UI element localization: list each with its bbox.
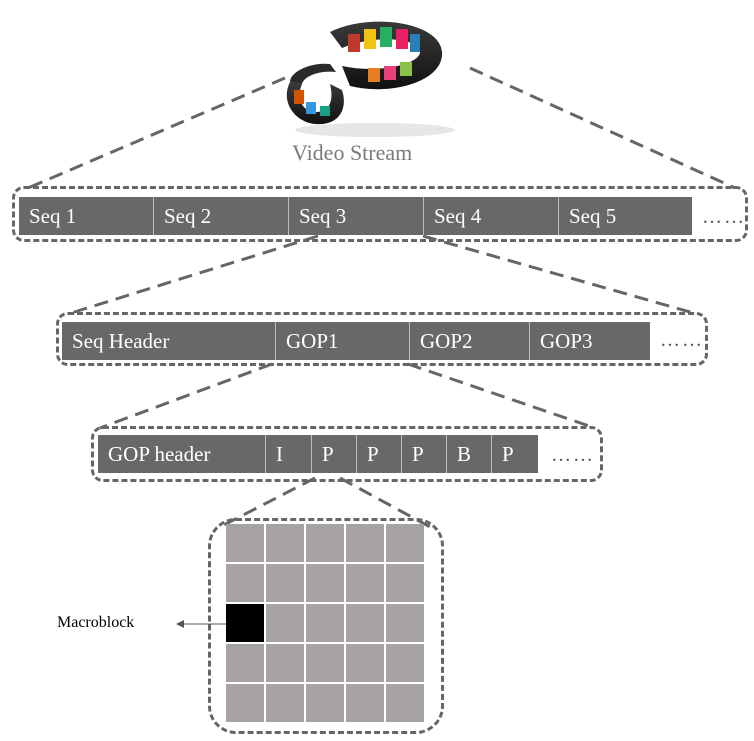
- gop-detail-frame: [91, 426, 603, 482]
- frame-cell: P: [357, 435, 402, 473]
- connector-stream-left: [27, 76, 286, 190]
- gop-header-cell: GOP header: [98, 435, 266, 473]
- sequence-detail-frame: [56, 312, 708, 366]
- macroblock-cell: [346, 684, 384, 722]
- frame-cell: P: [312, 435, 357, 473]
- macroblock-cell: [346, 644, 384, 682]
- film-reel-icon: [286, 21, 455, 137]
- sequence-frame: [12, 186, 748, 242]
- macroblock-cell: [386, 604, 424, 642]
- connector-gop-left: [99, 362, 273, 430]
- gop-cell: GOP2: [410, 322, 530, 360]
- macroblock-cell: [226, 644, 264, 682]
- macroblock-cell: [346, 564, 384, 602]
- sequence-cell: Seq 2: [154, 197, 289, 235]
- connector-seq-right: [422, 234, 698, 316]
- macroblock-cell: [386, 564, 424, 602]
- connector-gop-right: [407, 362, 596, 430]
- macroblock-cell: [306, 524, 344, 562]
- frame-cell: B: [447, 435, 492, 473]
- macroblock-cell: [386, 684, 424, 722]
- macroblock-label: Macroblock: [57, 614, 135, 631]
- frame-cell: P: [402, 435, 447, 473]
- macroblock-arrow-head: [176, 620, 184, 628]
- sequence-cell: Seq 3: [289, 197, 424, 235]
- sequence-header-cell: Seq Header: [62, 322, 276, 360]
- gop-detail-ellipsis: ……: [551, 444, 595, 466]
- sequence-detail-bar: Seq Header GOP1 GOP2 GOP3: [62, 322, 650, 360]
- macroblock-cell: [226, 684, 264, 722]
- macroblock-cell: [386, 644, 424, 682]
- connector-stream-right: [469, 66, 736, 190]
- macroblock-cell: [306, 564, 344, 602]
- macroblock-cell: [226, 524, 264, 562]
- macroblock-cell: [266, 564, 304, 602]
- connector-frame-right: [339, 476, 433, 530]
- sequence-bar: Seq 1 Seq 2 Seq 3 Seq 4 Seq 5: [19, 197, 692, 235]
- frame-detail-frame: [208, 518, 444, 734]
- gop-cell: GOP1: [276, 322, 410, 360]
- frame-cell: I: [266, 435, 312, 473]
- highlighted-macroblock: [226, 604, 264, 642]
- gop-cell: GOP3: [540, 329, 593, 353]
- macroblock-grid: [226, 524, 424, 722]
- macroblock-cell: [306, 644, 344, 682]
- sequence-cell: Seq 1: [19, 197, 154, 235]
- connector-seq-left: [67, 234, 319, 316]
- macroblock-cell: [266, 604, 304, 642]
- macroblock-cell: [266, 684, 304, 722]
- video-stream-label: Video Stream: [292, 140, 413, 165]
- sequence-ellipsis: ……: [702, 206, 746, 228]
- macroblock-cell: [306, 684, 344, 722]
- sequence-detail-ellipsis: ……: [660, 329, 704, 351]
- macroblock-cell: [266, 524, 304, 562]
- frame-cell: P: [502, 442, 514, 466]
- sequence-cell: Seq 5: [569, 204, 617, 228]
- macroblock-cell: [226, 564, 264, 602]
- sequence-cell: Seq 4: [424, 197, 559, 235]
- macroblock-cell: [346, 524, 384, 562]
- macroblock-cell: [386, 524, 424, 562]
- macroblock-cell: [346, 604, 384, 642]
- macroblock-cell: [306, 604, 344, 642]
- gop-detail-bar: GOP header I P P P B P: [98, 435, 538, 473]
- macroblock-cell: [266, 644, 304, 682]
